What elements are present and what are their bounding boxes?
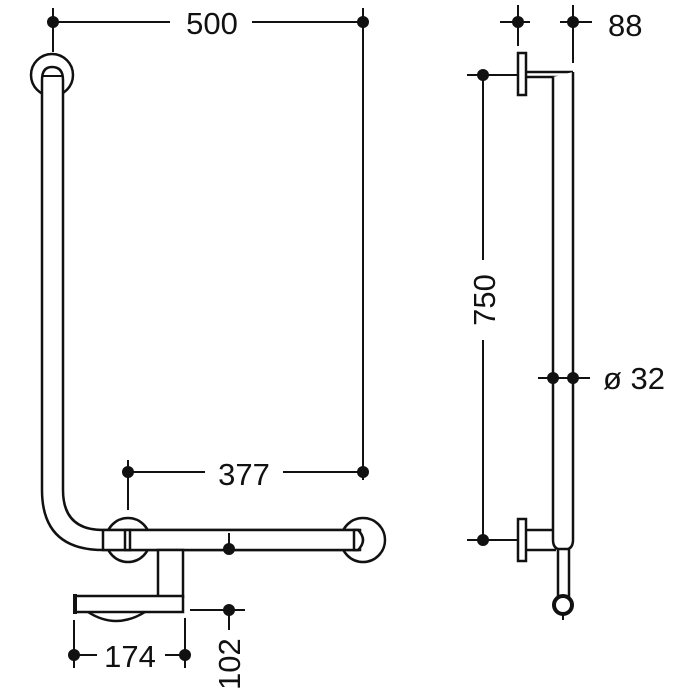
dimension-500: 500 [47, 6, 369, 480]
dimension-174-label: 174 [104, 639, 156, 674]
l-shaped-tube [40, 65, 362, 552]
holder-roll-outline [87, 610, 146, 623]
bar-midpoint-marker [223, 533, 235, 555]
dimension-377: 377 [122, 457, 369, 510]
dimension-102: 102 [190, 604, 247, 690]
dimension-diameter: ø 32 [538, 361, 665, 396]
side-tube [551, 72, 575, 552]
holder-post [156, 548, 185, 599]
side-view [516, 51, 575, 620]
dimension-diameter-label: ø 32 [603, 361, 665, 396]
dimension-88-label: 88 [608, 8, 642, 43]
dimension-500-label: 500 [186, 6, 238, 41]
front-view [29, 52, 387, 623]
holder-stem [556, 547, 571, 599]
dimension-88: 88 [500, 5, 642, 63]
holder-end [552, 594, 574, 616]
dimension-377-label: 377 [218, 457, 270, 492]
dimension-750: 750 [467, 69, 518, 546]
toilet-roll-holder [73, 594, 185, 614]
bottom-wall-plate [516, 517, 528, 563]
dimension-750-label: 750 [467, 274, 502, 326]
top-wall-plate [516, 51, 528, 97]
dimension-174: 174 [68, 618, 191, 674]
dimension-102-label: 102 [212, 638, 247, 690]
